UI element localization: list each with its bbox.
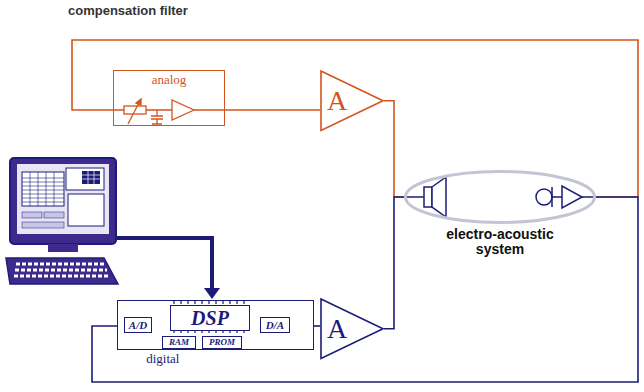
download-arrow — [116, 238, 212, 290]
memory-chip: RAM — [162, 336, 196, 349]
node-label: electro-acoustic system — [430, 227, 570, 258]
node-label: RAM — [169, 338, 189, 348]
capacitor-symbol — [151, 110, 163, 124]
node-label: PROM — [209, 338, 235, 348]
potentiometer-wiper — [128, 99, 141, 124]
node-label: A/D — [129, 319, 147, 331]
download-arrowhead — [204, 288, 220, 299]
signal-wire — [384, 101, 404, 197]
node-label: digital — [146, 352, 179, 366]
analog-circuit — [113, 99, 225, 124]
digital-board: A/DDSPD/ARAMPROMdigital — [117, 300, 314, 350]
diagram-title: compensation filter — [68, 3, 188, 18]
system-ellipse — [404, 170, 596, 224]
analog-filter-box: analog — [113, 70, 225, 126]
converter-chip: A/D — [124, 317, 152, 333]
keyboard — [6, 258, 118, 284]
amplifier-triangle: A — [320, 298, 384, 360]
signal-wire — [384, 197, 404, 329]
screen-button — [44, 212, 64, 218]
node-label: DSP — [191, 307, 229, 329]
signal-wire — [92, 197, 638, 382]
converter-chip: D/A — [260, 317, 290, 333]
node-label: D/A — [266, 319, 284, 331]
wiper-head — [136, 99, 141, 105]
signal-wire — [72, 40, 638, 197]
window-grid — [82, 171, 100, 184]
screen-button — [22, 212, 42, 218]
window — [68, 194, 104, 226]
screen-button — [22, 222, 64, 228]
node-label: A — [327, 85, 347, 116]
microphone-symbol — [536, 186, 596, 208]
computer-illustration — [6, 158, 220, 299]
spreadsheet-grid — [22, 172, 64, 206]
window — [22, 172, 64, 206]
ellipse-shape — [406, 172, 595, 223]
window-grid-lines — [82, 171, 100, 184]
speaker-magnet — [424, 187, 432, 207]
window — [66, 168, 104, 190]
preamp-symbol — [562, 186, 582, 208]
amplifier-triangle-shape — [321, 299, 383, 359]
amplifier-triangle: A — [320, 70, 384, 132]
dsp-chip: DSP — [170, 305, 250, 331]
opamp-symbol — [172, 100, 194, 120]
signal-wire — [225, 109, 320, 111]
microphone-capsule — [536, 189, 552, 205]
speaker-cone — [432, 177, 446, 217]
monitor — [10, 158, 116, 244]
keyboard-keys — [14, 264, 110, 276]
memory-chip: PROM — [202, 336, 242, 349]
screen — [17, 164, 109, 234]
node-label: A — [327, 313, 347, 344]
electro-acoustic-system: electro-acoustic system — [404, 170, 596, 224]
node-label: analog — [152, 73, 187, 87]
signal-wire — [314, 325, 320, 327]
monitor-stand — [48, 244, 78, 252]
amplifier-triangle-shape — [321, 71, 383, 131]
